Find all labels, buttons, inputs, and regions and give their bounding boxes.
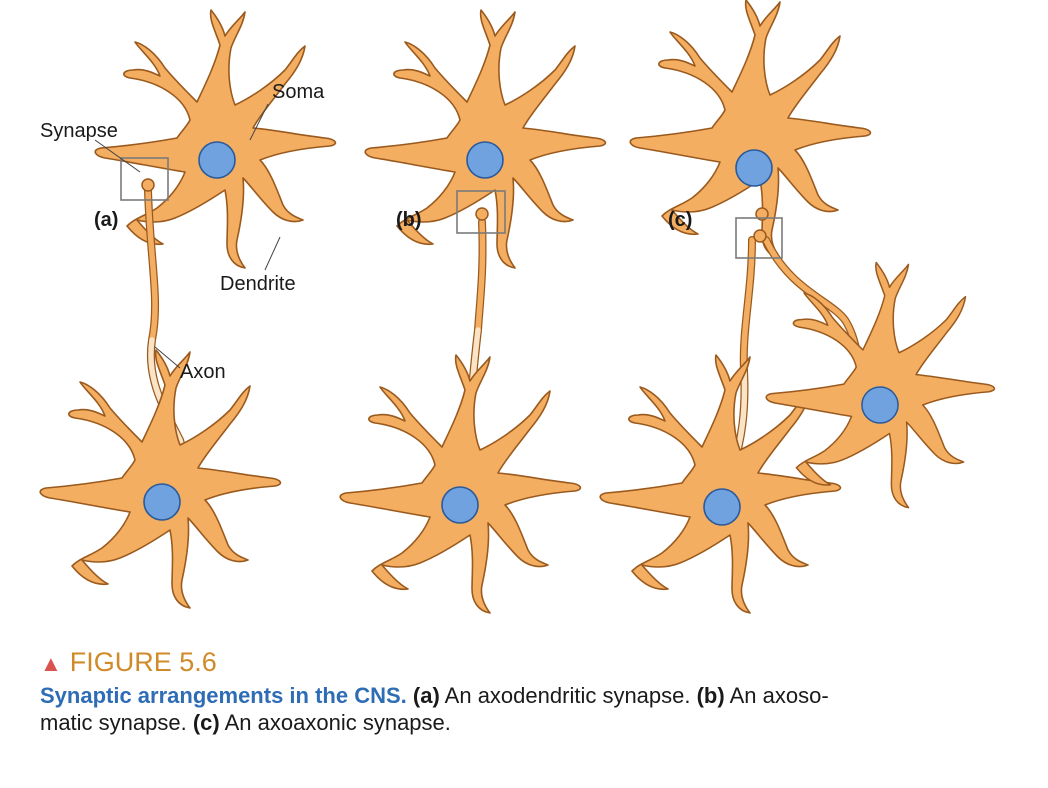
caption-a-text: An axodendritic synapse.	[439, 683, 697, 708]
caption-line2-start: matic synapse.	[40, 710, 193, 735]
soma-shape	[94, 9, 337, 269]
dendrite-label: Dendrite	[220, 273, 296, 295]
synapse-box-c	[735, 217, 783, 259]
bottom-neuron-b	[339, 354, 582, 614]
dendrite-leader	[264, 236, 281, 271]
soma-shape-5	[629, 0, 872, 259]
bottom-neuron-c	[599, 354, 842, 614]
soma-shape-4	[339, 354, 582, 614]
axon-terminal-c-2	[753, 229, 767, 243]
top-neuron-a	[94, 9, 337, 269]
top-neuron-b	[364, 9, 607, 269]
synapse-box-a	[120, 157, 169, 201]
right-neuron-c	[765, 261, 996, 509]
synapse-label: Synapse	[40, 120, 118, 142]
synapse-box-b	[456, 190, 506, 234]
synapse-diagram: Synapse Soma Dendrite Axon (a) (b)	[39, 0, 996, 614]
panel-a: Synapse Soma Dendrite Axon (a)	[39, 9, 337, 609]
soma-leader	[249, 103, 269, 141]
caption-b-tag: (b)	[696, 683, 725, 708]
soma-label: Soma	[272, 81, 325, 103]
caption-b-text: An axoso-	[724, 683, 829, 708]
panel-label-a: (a)	[94, 209, 118, 231]
panel-label-b: (b)	[396, 209, 422, 231]
soma-shape-7	[765, 261, 996, 509]
figure-title: ▲ FIGURE 5.6	[40, 646, 1030, 680]
top-neuron-c	[629, 0, 872, 259]
figure-label: FIGURE 5.6	[69, 647, 217, 677]
nucleus-2	[143, 483, 181, 521]
caption-c-tag: (c)	[192, 710, 220, 735]
nucleus-5	[735, 149, 773, 187]
caption-c-text: An axoaxonic synapse.	[219, 710, 451, 735]
nucleus-4	[441, 486, 479, 524]
caption-title: Synaptic arrangements in the CNS.	[40, 683, 407, 708]
axon-terminal-a	[141, 178, 155, 192]
caption-a-tag: (a)	[412, 683, 440, 708]
axon-b-core	[475, 219, 486, 333]
caption-body: Synaptic arrangements in the CNS. (a) An…	[40, 682, 1030, 736]
nucleus-3	[466, 141, 504, 179]
nucleus	[198, 141, 236, 179]
triangle-icon: ▲	[40, 651, 62, 676]
nucleus-6	[703, 488, 741, 526]
nucleus-7	[861, 386, 899, 424]
axon-c-main-core	[740, 237, 755, 373]
synapse-leader	[94, 139, 141, 173]
figure-caption: ▲ FIGURE 5.6 Synaptic arrangements in the…	[40, 646, 1030, 736]
axon-terminal-c	[755, 207, 769, 221]
panel-b: (b)	[339, 9, 607, 614]
axon-leader	[154, 346, 181, 369]
axon-terminal-b	[475, 207, 489, 221]
axon-label: Axon	[180, 361, 226, 383]
panel-c: (c)	[599, 0, 996, 614]
bottom-neuron-a	[39, 349, 282, 609]
axon-a-core	[145, 187, 158, 343]
panel-label-c: (c)	[668, 209, 692, 231]
